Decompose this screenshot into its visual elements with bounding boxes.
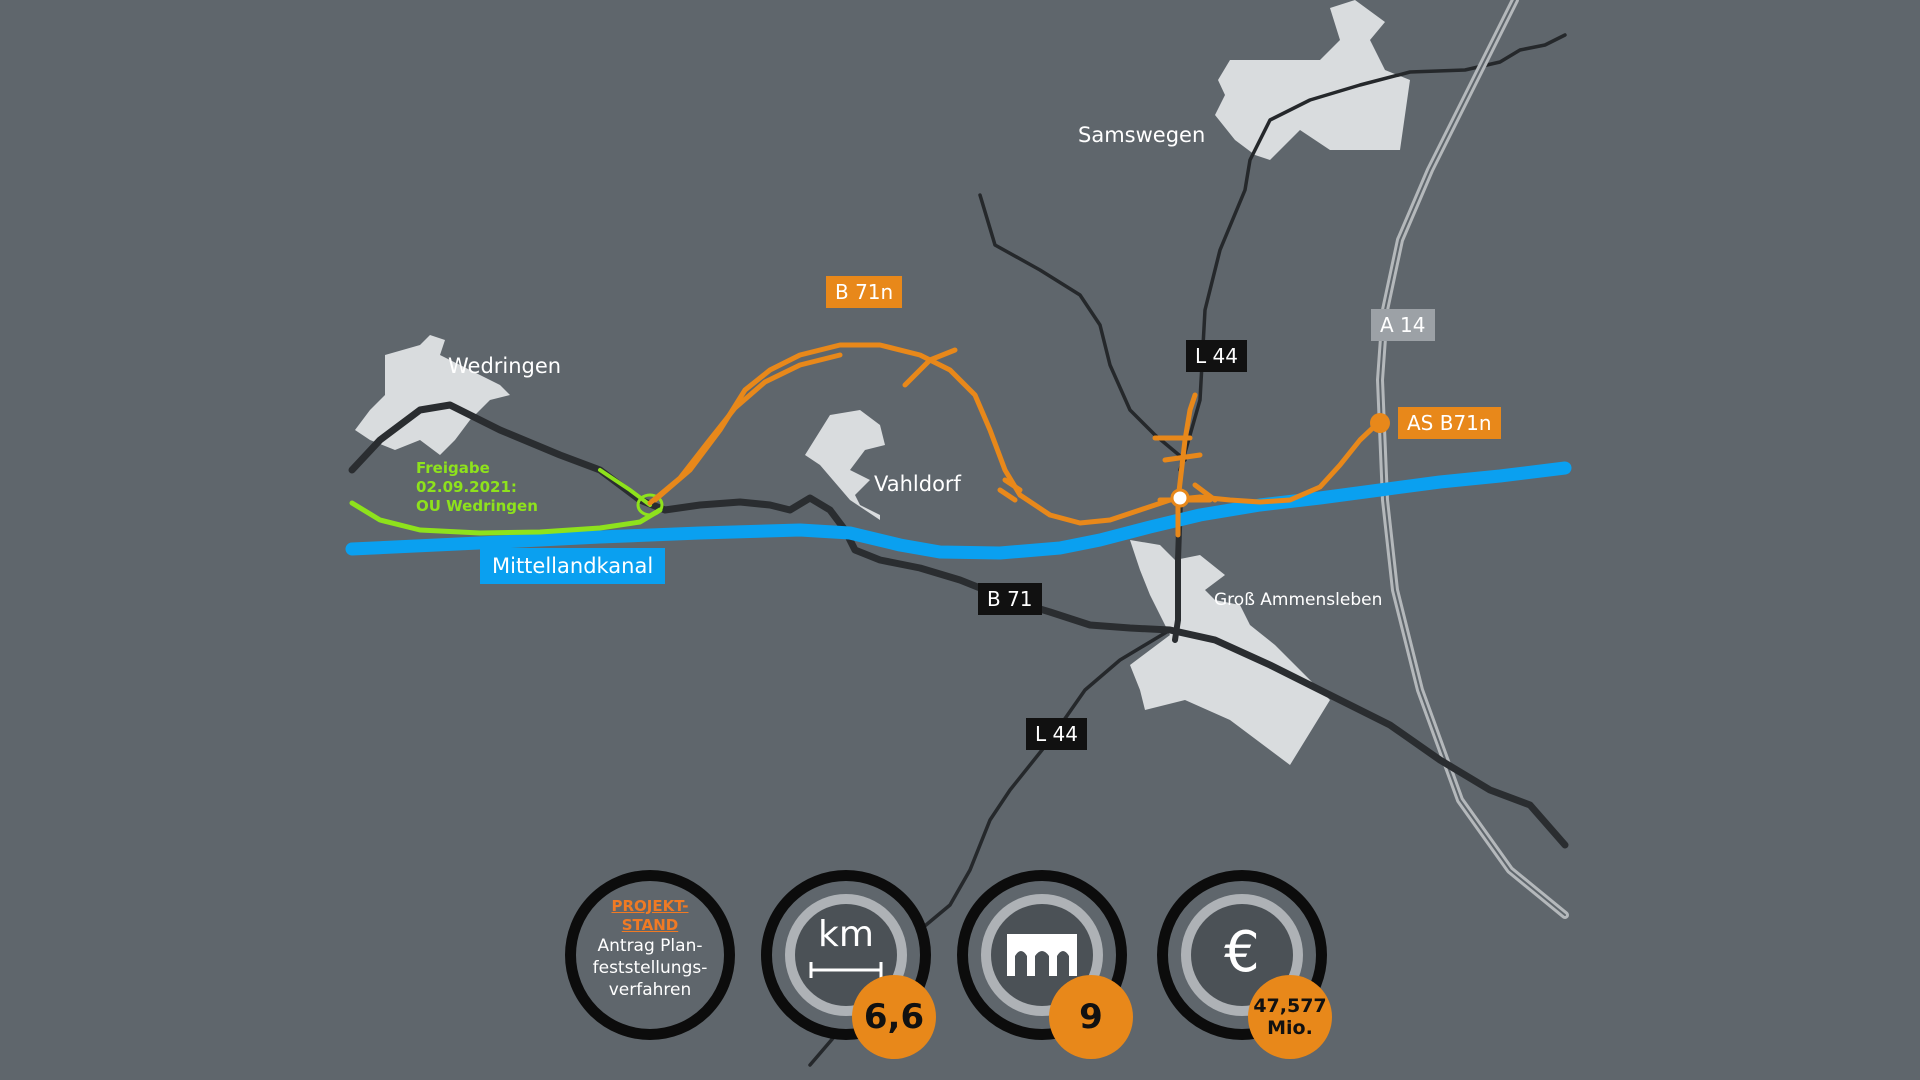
project-status-line1: Antrag Plan- xyxy=(597,936,703,956)
project-status-line2: feststellungs- xyxy=(592,958,708,978)
release-note-line2: 02.09.2021: xyxy=(416,478,517,496)
cost-value-badge: 47,577 Mio. xyxy=(1248,975,1332,1059)
settlement-wedringen xyxy=(355,335,510,455)
bridges-ring xyxy=(957,870,1127,1040)
road-label-l44-north: L 44 xyxy=(1186,340,1247,372)
place-label-gross-ammensleben: Groß Ammensleben xyxy=(1214,590,1383,610)
b71n-planned-road xyxy=(647,342,1381,538)
bridges-value-badge: 9 xyxy=(1049,975,1133,1059)
bridge-icon xyxy=(1007,934,1077,976)
project-status-line3: verfahren xyxy=(608,980,692,1000)
mittellandkanal-canal xyxy=(345,461,1572,560)
road-label-as-b71n: AS B71n xyxy=(1398,407,1501,439)
project-status-ring: PROJEKT- STAND Antrag Plan- feststellung… xyxy=(565,870,735,1040)
project-status-title-1: PROJEKT- xyxy=(611,897,689,915)
b71-road xyxy=(348,401,1569,849)
green-interchange xyxy=(636,493,664,517)
settlement-gross-ammensleben xyxy=(1130,540,1330,765)
length-value-badge: 6,6 xyxy=(852,975,936,1059)
settlement-areas xyxy=(355,0,1410,765)
roundabout-gross-ammensleben xyxy=(1170,488,1190,508)
as-b71n-junction xyxy=(1370,413,1390,433)
cost-unit: Mio. xyxy=(1267,1017,1313,1039)
settlement-vahldorf xyxy=(805,410,885,520)
canal-label: Mittellandkanal xyxy=(480,548,666,584)
place-label-vahldorf: Vahldorf xyxy=(874,472,961,496)
cost-value: 47,577 xyxy=(1253,995,1327,1017)
side-road-north xyxy=(978,193,1187,462)
road-label-l44-south: L 44 xyxy=(1026,718,1087,750)
road-label-b71: B 71 xyxy=(978,583,1042,615)
settlement-samswegen xyxy=(1215,0,1410,160)
km-unit-label: km xyxy=(818,914,874,955)
a14-motorway-centerline xyxy=(1379,0,1566,916)
release-note-line3: OU Wedringen xyxy=(416,497,538,515)
ou-wedringen-link xyxy=(598,468,652,507)
place-label-wedringen: Wedringen xyxy=(448,354,562,378)
road-label-a14: A 14 xyxy=(1371,309,1435,341)
release-note-line1: Freigabe xyxy=(416,459,490,477)
km-ruler-icon xyxy=(809,962,883,978)
l44-road-north xyxy=(1178,33,1567,472)
length-ring: km xyxy=(761,870,931,1040)
project-status-title-2: STAND xyxy=(621,916,679,934)
place-label-samswegen: Samswegen xyxy=(1078,123,1206,147)
ou-wedringen-opened-road xyxy=(349,500,663,536)
project-status-text: PROJEKT- STAND Antrag Plan- feststellung… xyxy=(576,897,724,1001)
release-note: Freigabe 02.09.2021: OU Wedringen xyxy=(416,459,538,516)
euro-icon: € xyxy=(1224,920,1260,985)
road-label-b71n: B 71n xyxy=(826,276,903,308)
